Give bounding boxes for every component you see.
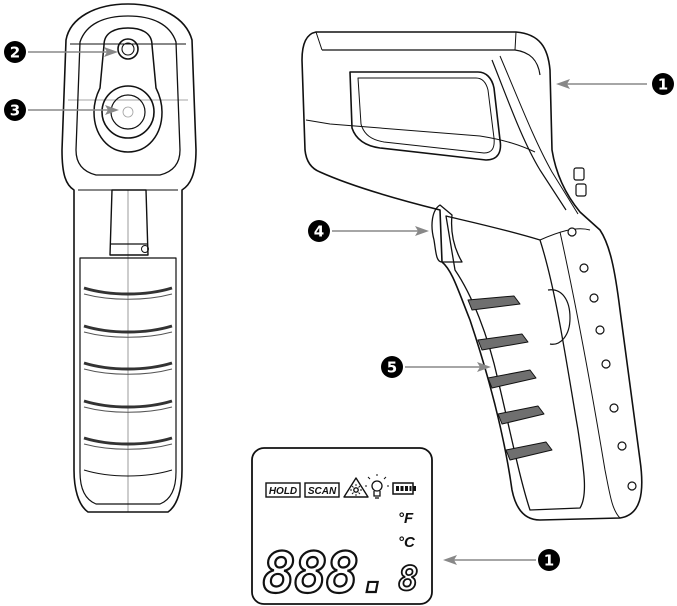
- side-body-outline: [301, 31, 643, 521]
- lcd-hold-box: [265, 482, 301, 498]
- side-handle: [445, 215, 586, 511]
- lcd-hold-label: HOLD: [269, 486, 297, 497]
- callout-badge: [652, 73, 674, 95]
- callout-number: 1: [658, 76, 668, 94]
- lcd-unit-c: °C: [398, 534, 416, 551]
- callout-3-sensor: 3: [4, 99, 119, 121]
- side-rear-screws: [567, 227, 637, 491]
- laser-warning-icon: [343, 477, 369, 498]
- side-trigger: [431, 204, 463, 263]
- callout-number: 3: [10, 102, 20, 120]
- front-shell-outline: [61, 3, 197, 513]
- lcd-frame: [251, 447, 433, 605]
- side-display-window: [349, 71, 502, 161]
- lcd-scan-label: SCAN: [308, 486, 337, 497]
- ir-sensor-lens: [101, 85, 155, 139]
- callout-2-laser: 2: [4, 41, 118, 63]
- callout-5-handle: 5: [381, 356, 491, 378]
- lcd-main-digits: 888.: [262, 541, 389, 606]
- front-grip-ribs: [83, 286, 173, 446]
- front-trigger-housing: [109, 189, 149, 256]
- side-grip-fins: [467, 295, 553, 461]
- lcd-unit-f: °F: [398, 510, 414, 527]
- callouts: 1 2 3 4 5: [4, 41, 674, 571]
- sensor-mount: [93, 27, 163, 153]
- callout-badge: [538, 549, 560, 571]
- side-button-upper: [573, 167, 585, 181]
- callout-number: 5: [387, 359, 397, 377]
- callout-number: 2: [10, 44, 20, 62]
- backlight-bulb-icon: [365, 474, 389, 499]
- lcd-decimal-digit: 8: [398, 559, 418, 599]
- callout-1-lcd: 1: [443, 549, 560, 571]
- callout-number: 4: [314, 223, 324, 241]
- side-button-lower: [575, 183, 587, 197]
- callout-4-trigger: 4: [308, 220, 429, 242]
- battery-icon: [392, 482, 416, 495]
- callout-1-body: 1: [556, 73, 674, 95]
- lcd-panel: HOLD SCAN °F °C 888.: [251, 447, 433, 606]
- front-head-inner: [75, 15, 181, 176]
- callout-badge: [4, 99, 26, 121]
- callout-badge: [381, 356, 403, 378]
- lcd-scan-box: [304, 482, 340, 498]
- side-view: [301, 31, 643, 521]
- callout-badge: [4, 41, 26, 63]
- front-grip: [79, 257, 177, 505]
- laser-aperture: [117, 38, 139, 60]
- callout-number: 1: [544, 552, 554, 570]
- callout-badge: [308, 220, 330, 242]
- front-view: [61, 3, 197, 513]
